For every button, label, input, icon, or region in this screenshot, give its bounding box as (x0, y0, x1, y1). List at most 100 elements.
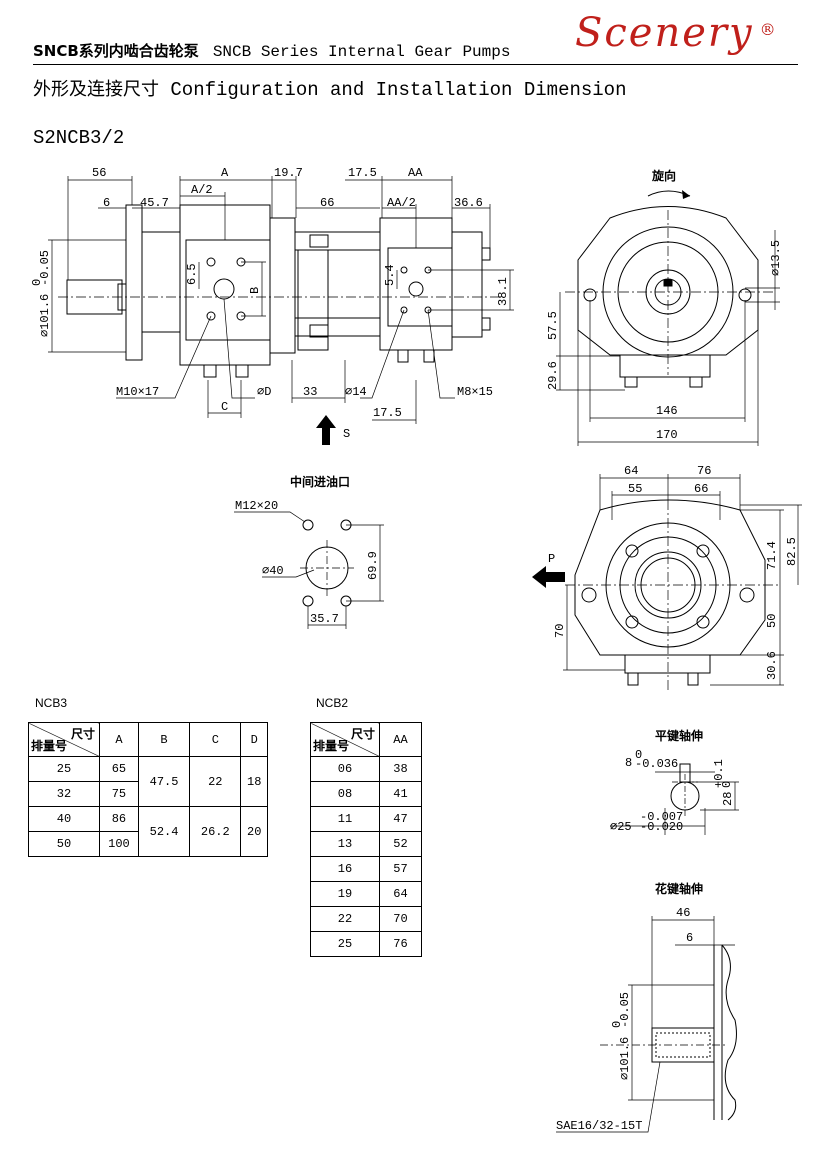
dim-tol-low: -0.05 (38, 250, 52, 286)
inlet-detail: 中间进油口 M12×20 ⌀40 69.9 35.7 (234, 474, 384, 629)
cell-displacement: 32 (28, 781, 100, 807)
rear-bolt-hole (696, 615, 710, 629)
model-number: S2NCB3/2 (33, 127, 125, 149)
dim-76: 76 (697, 464, 711, 478)
flange-plate (125, 204, 143, 361)
cell-A: 65 (99, 756, 139, 782)
dim-55: 55 (628, 482, 642, 496)
cell-AA: 64 (379, 881, 422, 907)
dim-66-rear: 66 (694, 482, 708, 496)
foot (687, 672, 699, 686)
inlet-block (297, 249, 329, 351)
tie-bolt (294, 231, 381, 251)
dim-5-4: 5.4 (383, 264, 397, 286)
table-row: 25 65 47.5 22 18 (28, 756, 268, 807)
cell-displacement: 40 (28, 806, 100, 832)
flat-key-width-tol-up: 0 (635, 748, 642, 762)
pump2-port-face (387, 247, 453, 327)
pump2-cover (451, 231, 483, 338)
section-title-zh: 外形及连接尺寸 (33, 79, 159, 100)
dim-64: 64 (624, 464, 638, 478)
dim-71-4: 71.4 (765, 541, 779, 570)
cell-displacement: 08 (310, 781, 380, 807)
side-view: 56 A 19.7 17.5 AA 6 45.7 A/2 66 AA/2 36.… (30, 166, 514, 445)
front-view-labels: 旋向 ⌀13.5 57.5 29.6 146 170 (546, 168, 783, 442)
rear-mount-hole (581, 587, 597, 603)
rear-base (624, 654, 711, 674)
section-title-en: Configuration and Installation Dimension (170, 79, 627, 101)
bolt-hole (400, 306, 408, 314)
spline-dimension-lines (556, 916, 735, 1133)
foot (397, 349, 409, 363)
dim-57-5: 57.5 (546, 311, 560, 340)
side-view-labels: 56 A 19.7 17.5 AA 6 45.7 A/2 66 AA/2 36.… (30, 166, 510, 441)
dim-35-7: 35.7 (310, 612, 339, 626)
flat-key-labels: 平键轴伸 8 0 -0.036 28 +0.1 0 ⌀25 -0.007 -0.… (610, 728, 735, 834)
table-row: 32 75 (28, 781, 268, 807)
cell-A: 75 (99, 781, 139, 807)
spline-tol-up: 0 (610, 1021, 624, 1028)
inlet-dimension-lines (234, 511, 384, 629)
dim-tol-up: 0 (30, 279, 44, 286)
label-S: S (343, 427, 350, 441)
foot (689, 376, 703, 388)
spline-detail: 花键轴伸 46 6 ⌀101.6 0 -0.05 SAE16/32-15T (556, 881, 737, 1133)
label-m10x17: M10×17 (116, 385, 159, 399)
plug (481, 317, 491, 331)
foot (627, 672, 639, 686)
rear-view: 64 76 55 66 P 71.4 82.5 70 50 30.6 (532, 464, 802, 690)
flat-key-title: 平键轴伸 (655, 728, 703, 743)
rear-mount-hole (739, 587, 755, 603)
table-row: 40 86 52.4 26.2 20 (28, 806, 268, 857)
front-base (619, 354, 711, 378)
cell-displacement: 25 (310, 931, 380, 957)
ncb3-table: 尺寸 排量号 A B C D 25 65 47.5 22 18 32 75 40… (28, 722, 268, 857)
cell-displacement: 19 (310, 881, 380, 907)
flat-key-dimension-lines (610, 771, 739, 835)
tie-bolt (294, 317, 381, 337)
foot (423, 349, 435, 363)
cell-C: 26.2 (189, 806, 242, 857)
dim-dia-101-6: ⌀101.6 (38, 294, 52, 337)
table-header-row: 尺寸 排量号 A B C D (28, 722, 268, 757)
ncb2-caption: NCB2 (316, 696, 349, 710)
column-header-B: B (137, 722, 191, 757)
spline-title: 花键轴伸 (655, 881, 703, 896)
pump1-port (213, 278, 235, 300)
dim-6: 6 (103, 196, 110, 210)
header-displacement: 排量号 (31, 739, 68, 753)
cell-B: 47.5 (137, 756, 191, 807)
cell-AA: 38 (379, 756, 422, 782)
flat-key-height: 28 (721, 792, 735, 806)
spline-labels: 花键轴伸 46 6 ⌀101.6 0 -0.05 SAE16/32-15T (556, 881, 703, 1133)
column-header-A: A (99, 722, 139, 757)
dim-170: 170 (656, 428, 678, 442)
pump2-port (408, 281, 424, 297)
header-title-en: SNCB Series Internal Gear Pumps (212, 43, 511, 61)
flat-key-width: 8 (625, 756, 632, 770)
header-title-zh: SNCB系列内啮合齿轮泵 (33, 42, 199, 60)
cell-AA: 70 (379, 906, 422, 932)
brand-name: Scenery (575, 10, 754, 56)
dim-29-6: 29.6 (546, 361, 560, 390)
header-rule (33, 64, 798, 65)
label-dia-40: ⌀40 (262, 564, 284, 578)
cell-displacement: 13 (310, 831, 380, 857)
dim-33: 33 (303, 385, 317, 399)
cell-AA: 52 (379, 831, 422, 857)
inlet-bolt-hole (302, 519, 314, 531)
shaft-diameter-tol-low: -0.020 (640, 820, 683, 834)
cell-displacement: 25 (28, 756, 100, 782)
rear-bolt-hole (625, 544, 639, 558)
spline-tol-low: -0.05 (618, 992, 632, 1028)
dim-17-5-bottom: 17.5 (373, 406, 402, 420)
cell-displacement: 16 (310, 856, 380, 882)
